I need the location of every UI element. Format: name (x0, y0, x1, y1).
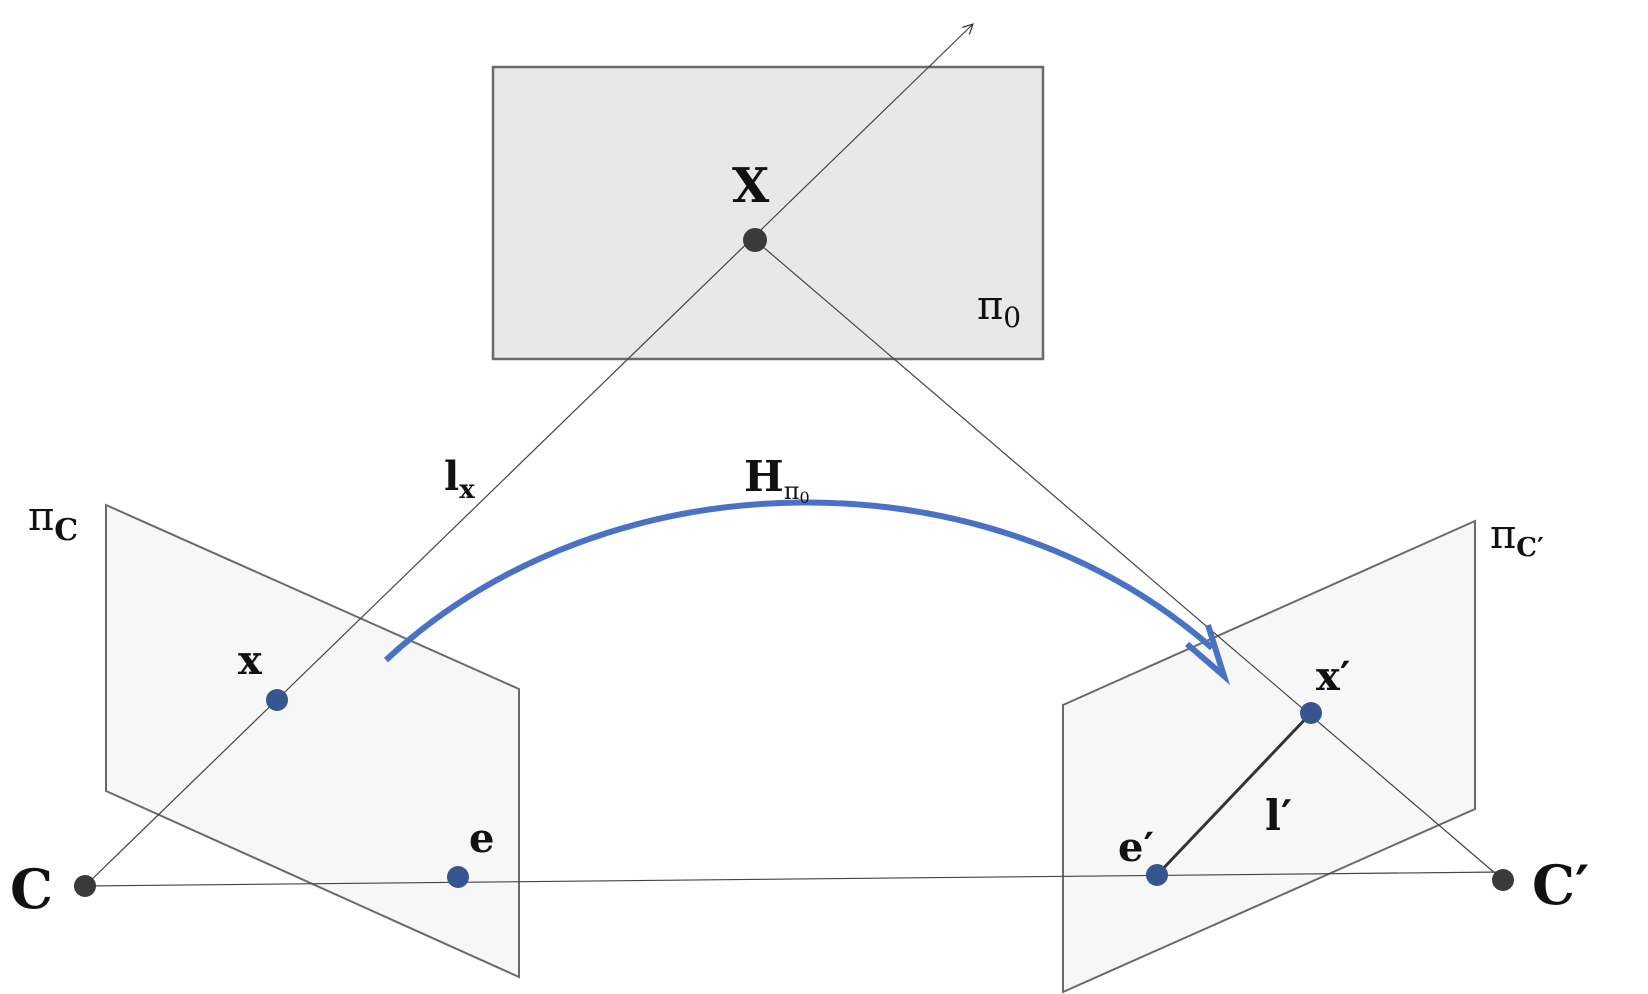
camera-center-C-prime (1492, 869, 1514, 891)
point-e (447, 866, 469, 888)
plane-pi0 (491, 65, 1045, 361)
point-x (266, 689, 288, 711)
label-piC-prime: πC′ (1490, 512, 1544, 563)
epipolar-line (1155, 711, 1313, 877)
point-X (743, 228, 767, 252)
label-X: X (732, 158, 770, 214)
camera-center-C (74, 875, 96, 897)
point-e-prime (1146, 864, 1168, 886)
point-x-prime (1300, 702, 1322, 724)
label-C: C (10, 857, 53, 921)
label-l-prime: l′ (1265, 791, 1292, 840)
homography-arrowhead (1185, 624, 1231, 686)
label-e-prime: e′ (1118, 824, 1154, 871)
baseline (84, 871, 1504, 887)
label-homography: Hπ0 (744, 452, 810, 507)
label-pi0: π0 (977, 283, 1021, 334)
label-lx: lx (444, 453, 475, 505)
label-x-prime: x′ (1316, 653, 1350, 700)
image-plane-left (105, 503, 520, 979)
label-C-prime: C′ (1532, 853, 1589, 917)
label-x: x (238, 637, 263, 684)
label-e: e (469, 815, 494, 862)
ray-X-to-Cprime (754, 239, 1504, 881)
ray-lx (84, 24, 973, 887)
homography-arrow (383, 499, 1214, 663)
label-piC: πC (28, 494, 78, 548)
